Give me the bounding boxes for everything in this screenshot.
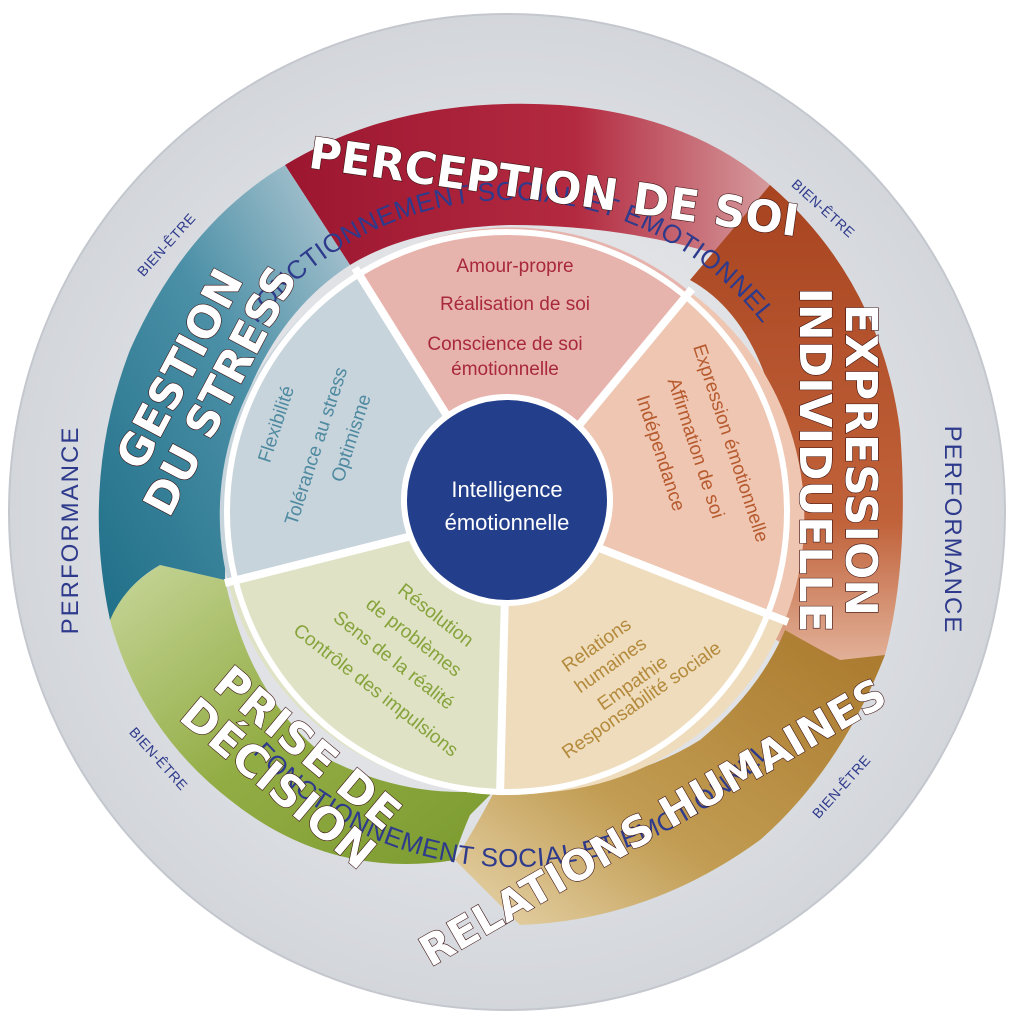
segment-stress — [98, 165, 350, 620]
title-expression: EXPRESSION INDIVIDUELLE — [788, 287, 886, 633]
segment-expression — [690, 185, 903, 665]
svg-text:Réalisation de soi: Réalisation de soi — [440, 294, 590, 315]
ring-label-right: PERFORMANCE — [939, 426, 966, 635]
svg-text:émotionnelle: émotionnelle — [451, 359, 559, 380]
outer-ring-edge — [8, 13, 1006, 1011]
segment-perception — [285, 103, 770, 265]
center-line-2: émotionnelle — [445, 510, 570, 535]
ring-label-left: PERFORMANCE — [57, 426, 84, 635]
svg-text:Amour-propre: Amour-propre — [456, 256, 573, 277]
items-perception: Amour-propre Réalisation de soi Conscien… — [427, 256, 590, 380]
center-circle — [401, 394, 613, 606]
segment-decision — [110, 565, 495, 864]
svg-text:EXPRESSION: EXPRESSION — [835, 304, 886, 616]
svg-text:INDIVIDUELLE: INDIVIDUELLE — [789, 288, 840, 633]
center-line-1: Intelligence — [451, 477, 562, 502]
segment-relations — [455, 630, 885, 925]
svg-text:Conscience de soi: Conscience de soi — [427, 334, 582, 355]
